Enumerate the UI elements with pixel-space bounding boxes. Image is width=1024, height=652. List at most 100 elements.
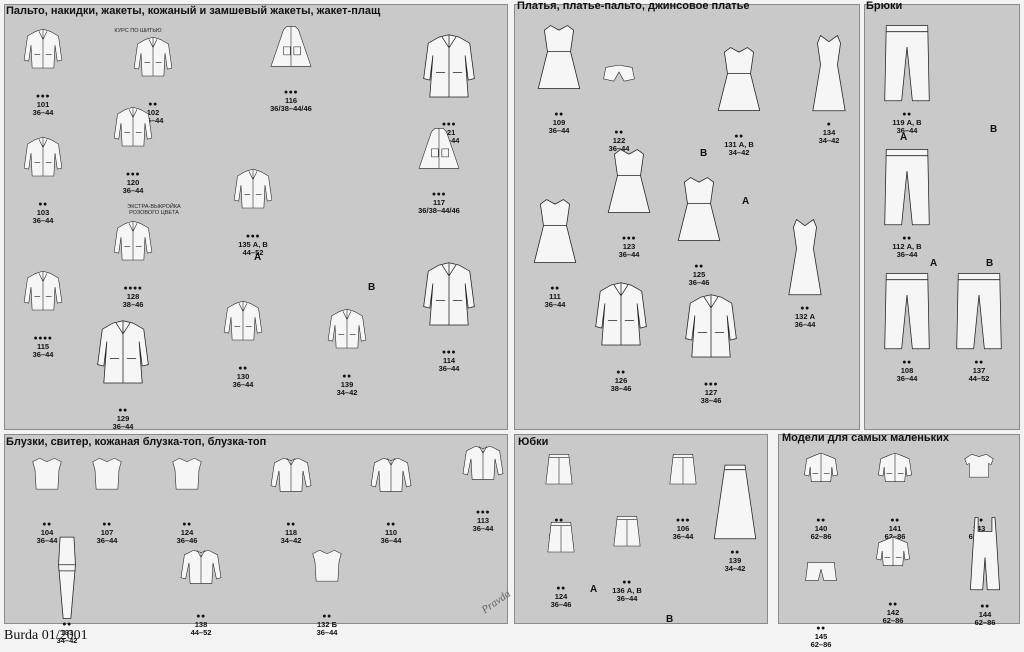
size-range: 36–44 [548,126,570,135]
size-range: 36–44 [608,144,630,153]
top-icon [32,457,62,490]
difficulty-dots: ●● [554,517,564,524]
model-number: 115 [36,342,50,351]
blouse-icon [462,445,504,480]
difficulty-dots: ●● [556,585,566,592]
difficulty-dots: ●●● [703,381,719,388]
model-number: 143 [972,524,986,533]
difficulty-dots: ●●● [441,349,457,356]
variant-letter: В [368,282,376,293]
variant-letter: В [666,614,674,625]
dresses-title: Платья, платье-пальто, джинсовое платье [517,0,750,12]
size-range: 36–44 [472,524,494,533]
jacket-icon [233,168,273,209]
difficulty-dots: ●● [890,517,900,524]
coat-icon [685,294,737,358]
difficulty-dots: ●●● [475,509,491,516]
difficulty-dots: ●● [616,369,626,376]
cape-icon [270,26,312,67]
trousers-title: Брюки [866,0,903,12]
size-range: 38–46 [700,396,722,405]
size-range: 34–42 [280,536,302,545]
blouse-icon [180,549,222,584]
pants-icon [956,273,1002,350]
size-range: 36–44 [896,250,918,259]
size-range: 62–86 [810,532,832,541]
model-number: 135 А, В [238,240,268,249]
model-number: 103 [36,208,50,217]
model-number: 132 А [794,312,815,321]
jacket-icon [327,308,367,349]
model-number: 113 [476,516,490,525]
size-range: 44–52 [242,248,264,257]
size-range: 34–42 [56,636,78,645]
dress-icon [717,47,761,111]
difficulty-dots: ●● [974,359,984,366]
dress-icon [677,177,721,241]
size-range: 36/38–44/46 [418,206,460,215]
model-number: 109 [552,118,566,127]
model-number: 124 [180,528,194,537]
kidjacket-icon [876,536,910,566]
difficulty-dots: ●● [182,521,192,528]
model-number: 104 [40,528,54,537]
difficulty-dots: ●● [286,521,296,528]
variant-letter: А [930,258,938,269]
model-number: 114 [442,356,456,365]
size-range: 36–44 [438,364,460,373]
jacket-icon [23,136,63,177]
size-range: 36–44 [32,108,54,117]
difficulty-dots: ●● [554,111,564,118]
model-number: 108 [900,366,914,375]
jacket-icon [113,106,153,147]
variant-letter: В [990,124,998,135]
size-range: 36–44 [794,320,816,329]
difficulty-dots: ●● [974,517,984,524]
model-number: 132 Б [317,620,337,629]
jacket-icon [113,220,153,261]
difficulty-dots: ●● [102,521,112,528]
model-number: 125 [692,270,706,279]
difficulty-dots: ●● [238,365,248,372]
difficulty-dots: ●● [816,517,826,524]
difficulty-dots: ●● [902,111,912,118]
size-range: 36–44 [142,116,164,125]
blouses-panel [4,434,508,624]
model-number: 116 [284,96,298,105]
jacket-icon [223,300,263,341]
size-range: 36–44 [36,536,58,545]
kidshirt-icon [964,453,994,478]
